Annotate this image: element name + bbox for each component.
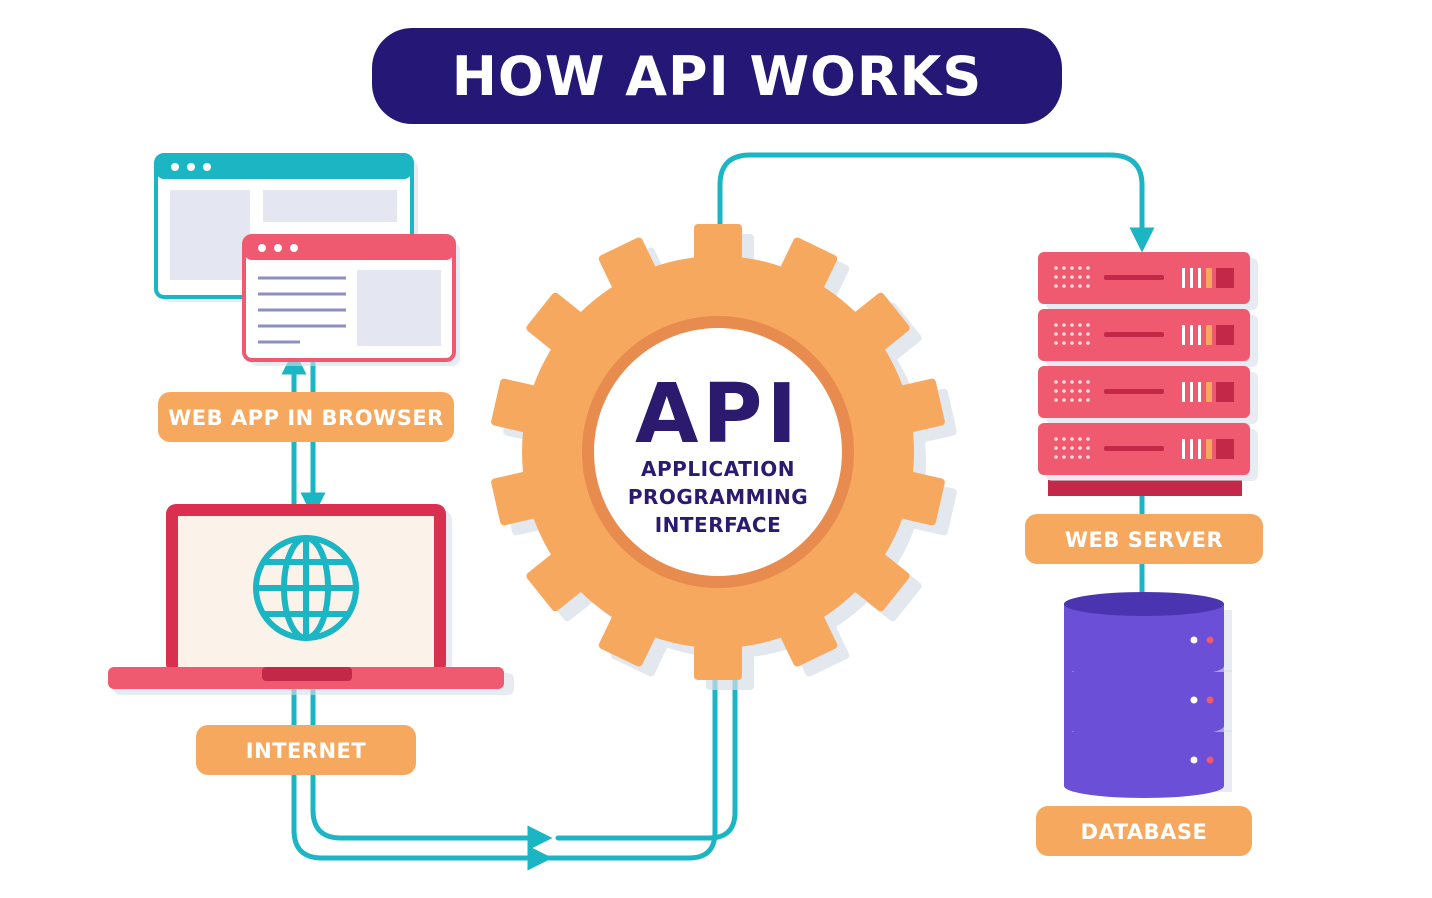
laptop-icon <box>108 504 514 695</box>
web-server-label: WEB SERVER <box>1025 514 1263 564</box>
api-line-1: APPLICATION <box>641 457 795 481</box>
internet-label: INTERNET <box>196 725 416 775</box>
laptop-to-api-connector-back <box>310 682 553 851</box>
api-bottom-connector-out <box>555 667 738 841</box>
web-server-label-text: WEB SERVER <box>1065 528 1223 552</box>
database-disc <box>1064 592 1232 678</box>
database-label: DATABASE <box>1036 806 1252 856</box>
database-label-text: DATABASE <box>1081 820 1208 844</box>
laptop-to-api-connector-out <box>291 682 553 871</box>
api-to-server-connector <box>717 152 1155 253</box>
internet-label-text: INTERNET <box>246 739 367 763</box>
server-rack-icon <box>1038 252 1258 496</box>
server-unit <box>1038 252 1258 310</box>
api-line-3: INTERFACE <box>655 513 782 537</box>
connectors <box>281 152 1155 871</box>
server-unit <box>1038 366 1258 424</box>
browser-window-front <box>242 234 460 366</box>
database-icon <box>1064 592 1232 798</box>
globe-icon <box>253 535 359 641</box>
web-app-label-text: WEB APP IN BROWSER <box>168 406 444 430</box>
server-unit <box>1038 423 1258 481</box>
title: HOW API WORKS <box>452 45 983 108</box>
server-unit <box>1038 309 1258 367</box>
web-app-label: WEB APP IN BROWSER <box>158 392 454 442</box>
api-acronym: API <box>635 367 801 462</box>
title-banner: HOW API WORKS <box>372 28 1062 124</box>
api-bottom-connector-back <box>537 667 718 861</box>
api-gear: API APPLICATION PROGRAMMING INTERFACE <box>491 224 957 690</box>
api-line-2: PROGRAMMING <box>628 485 808 509</box>
